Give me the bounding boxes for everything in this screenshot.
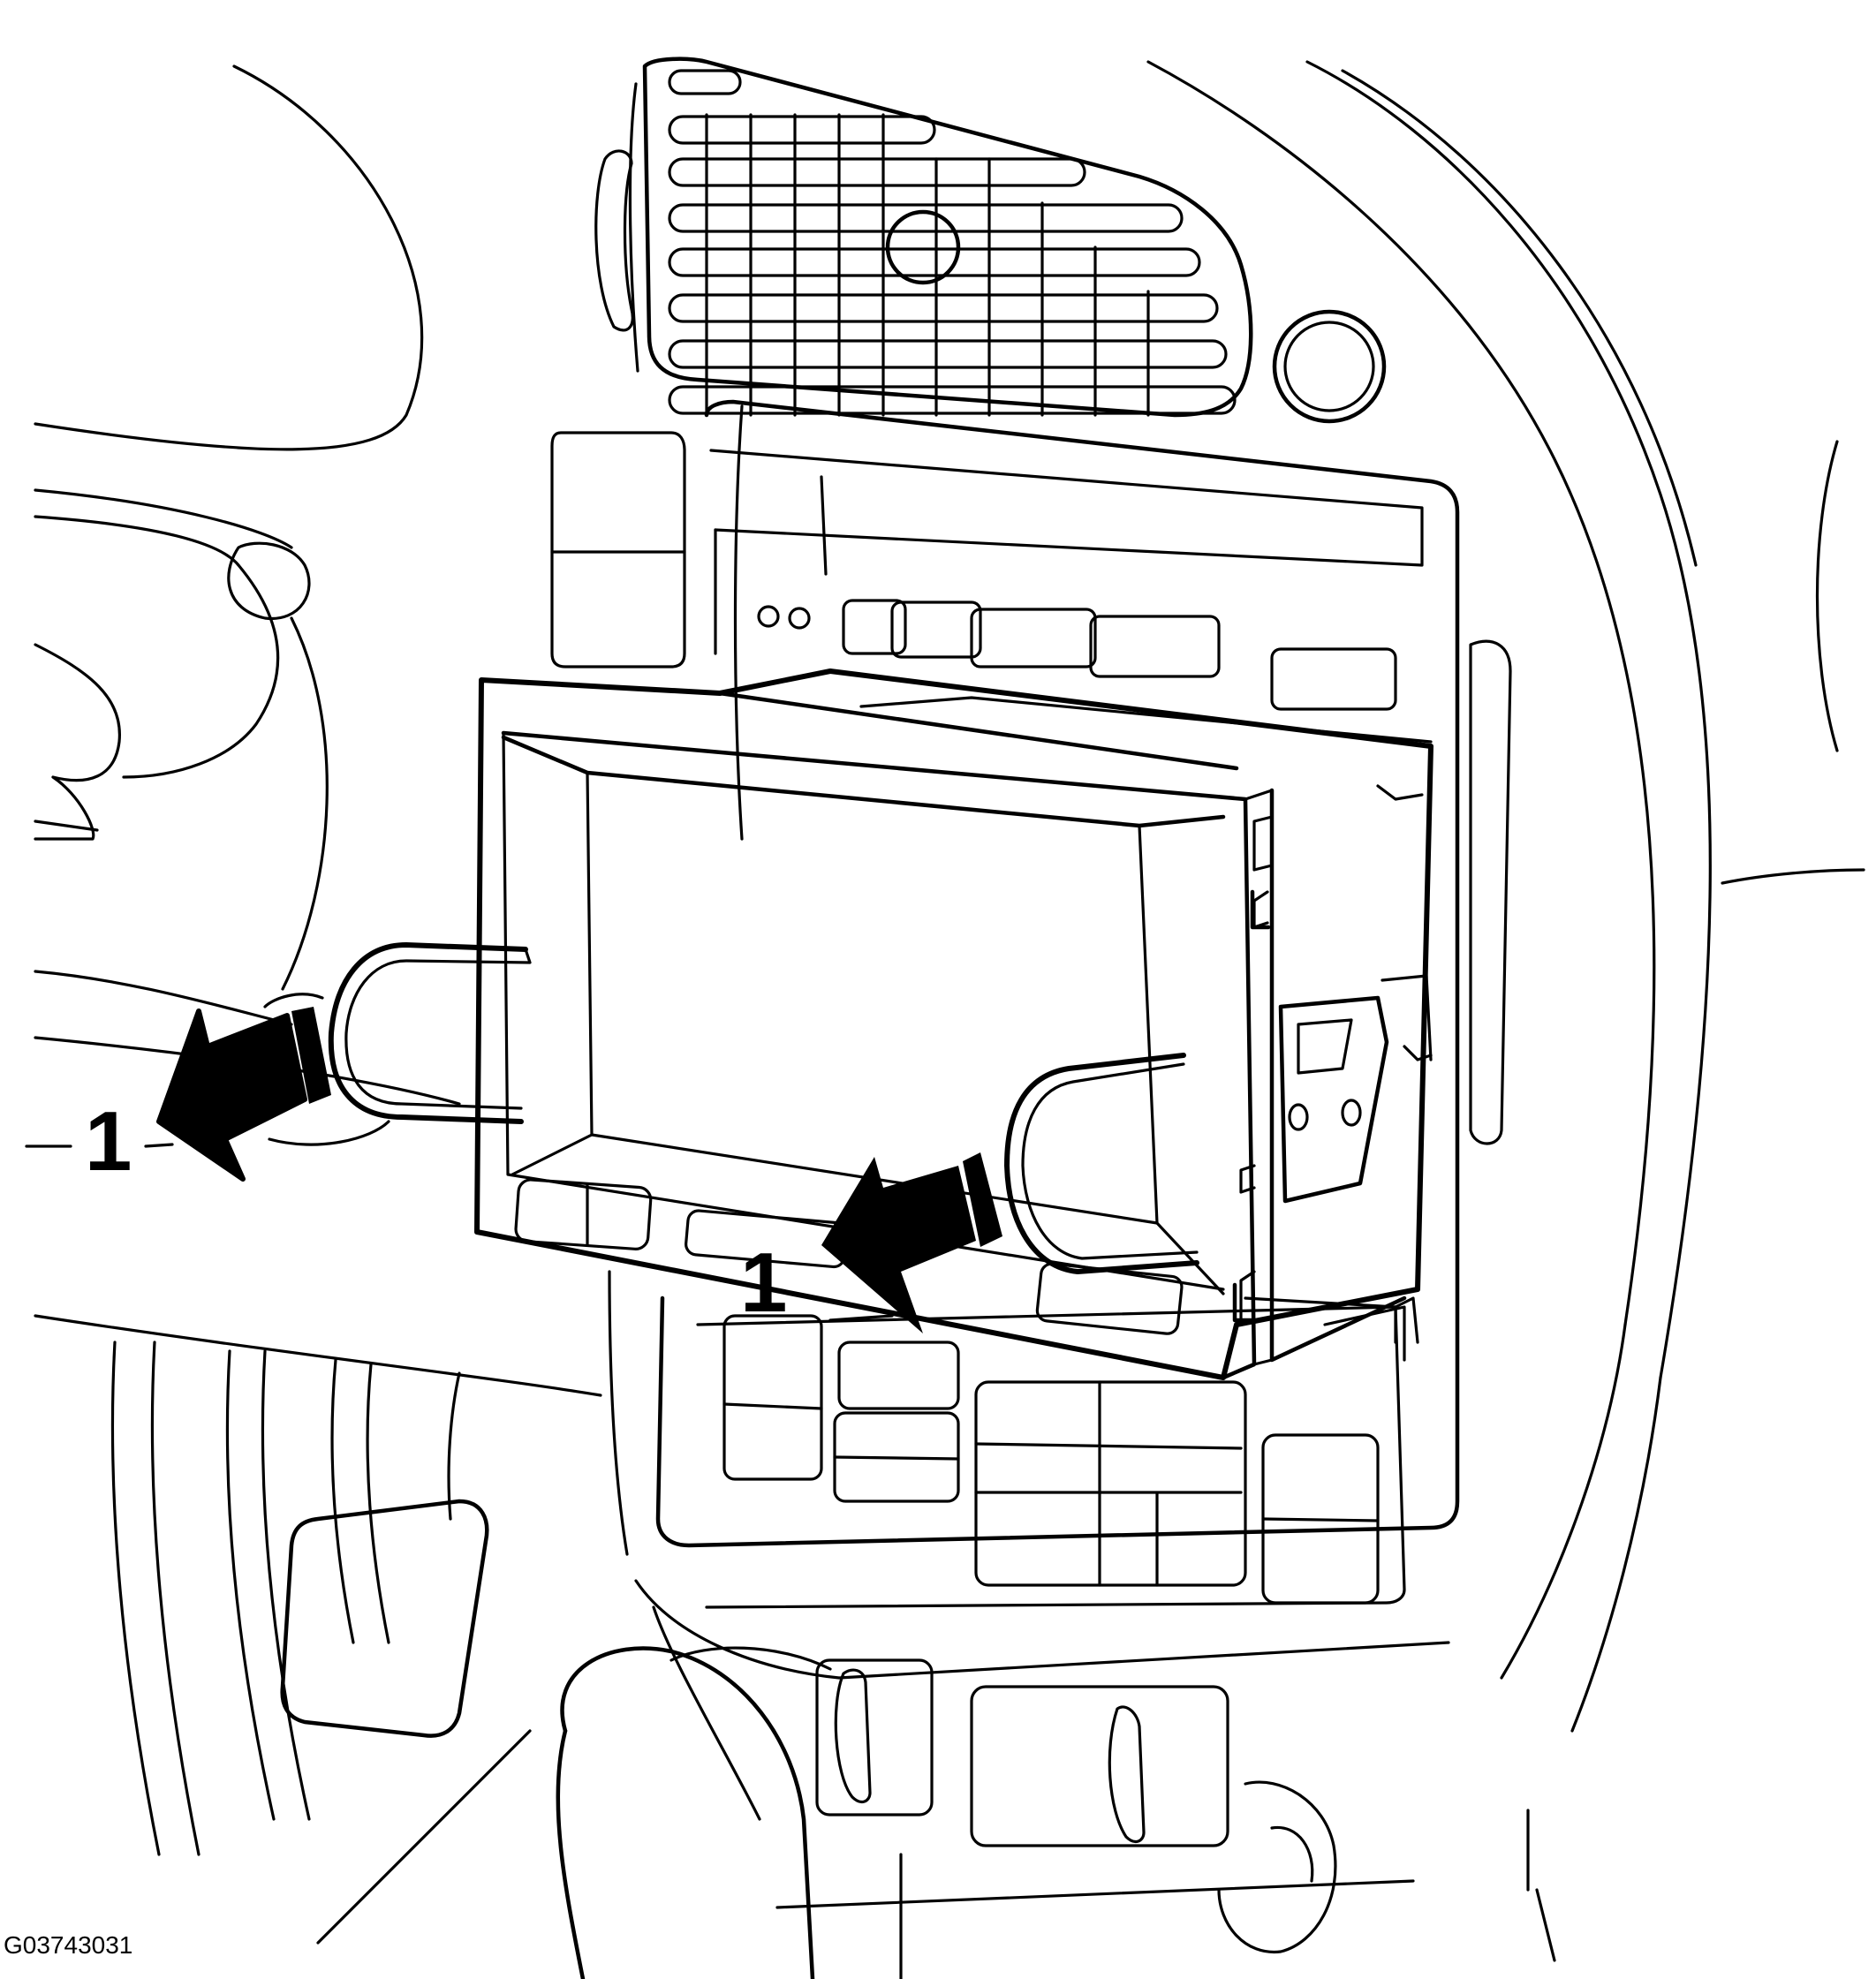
climate-controls — [608, 1270, 1406, 1609]
bracket-l-markings — [1232, 889, 1271, 1323]
vent-adjuster-knob — [885, 209, 961, 285]
lower-left-trim — [110, 1341, 532, 1945]
dashboard-outline — [34, 60, 1865, 1733]
left-pull-arrow — [25, 1007, 331, 1182]
vent-louvers — [668, 69, 1237, 417]
center-console — [550, 399, 1512, 1548]
left-dashboard-trim — [34, 541, 311, 841]
callout-label-left: 1 — [85, 1094, 132, 1189]
callout-label-right: 1 — [740, 1235, 787, 1330]
right-release-key — [1004, 1053, 1199, 1274]
lower-switch-panel — [556, 1579, 1556, 1979]
left-release-key — [263, 942, 532, 1146]
right-pull-arrow — [821, 1152, 1002, 1333]
figure-id-label: G03743031 — [4, 1931, 133, 1959]
radio-unit — [474, 668, 1433, 1380]
air-vent — [594, 57, 1253, 418]
dashboard-knob — [1272, 309, 1387, 424]
